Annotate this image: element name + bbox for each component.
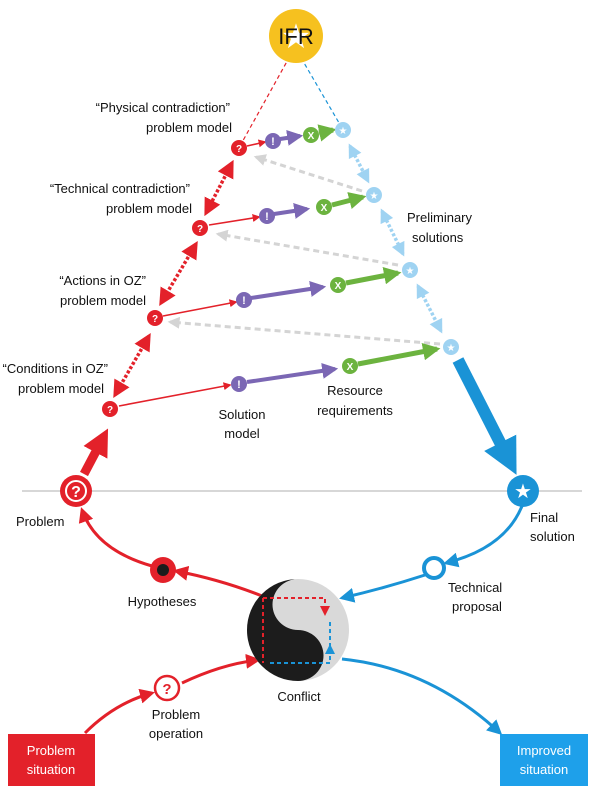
solution-node-1: ★ xyxy=(335,122,351,138)
arc-final-to-technical xyxy=(443,505,524,568)
label-resource-line1: Resource xyxy=(327,383,383,398)
label-resource-line2: requirements xyxy=(317,403,393,418)
label-physical-line2: problem model xyxy=(146,120,232,135)
label-physical-line1: “Physical contradiction” xyxy=(96,100,230,115)
insight-icon: ! xyxy=(265,211,269,223)
technical-proposal-node xyxy=(422,556,446,580)
resource-node-4: X xyxy=(342,358,358,374)
question-icon: ? xyxy=(236,144,242,155)
question-icon: ? xyxy=(107,405,113,416)
improved-situation-line2: situation xyxy=(520,762,568,777)
arc-hypotheses-to-problem xyxy=(78,507,153,568)
improved-situation-box: Improved situation xyxy=(500,734,588,786)
insight-node-1: ! xyxy=(265,133,281,149)
label-technical-line1: “Technical contradiction” xyxy=(50,181,190,196)
label-technical-line1: Technical xyxy=(448,580,502,595)
ifr-label: IFR xyxy=(278,24,313,49)
problem-situation-line2: situation xyxy=(27,762,75,777)
insight-icon: ! xyxy=(271,136,275,148)
label-solution-model-line2: model xyxy=(224,426,260,441)
cross-icon: X xyxy=(321,203,328,214)
ifr-link-left xyxy=(239,55,291,147)
label-conflict: Conflict xyxy=(277,689,321,704)
arc-conflict-to-improved xyxy=(341,657,503,736)
hypotheses-node xyxy=(150,557,176,583)
label-hypotheses: Hypotheses xyxy=(128,594,197,609)
insight-node-4: ! xyxy=(231,376,247,392)
problem-operation-node: ? xyxy=(153,674,181,702)
star-icon: ★ xyxy=(370,191,379,202)
insight-icon: ! xyxy=(242,295,246,307)
label-preliminary-line2: solutions xyxy=(412,230,464,245)
label-conditions-line1: “Conditions in OZ” xyxy=(3,361,108,376)
insight-node-3: ! xyxy=(236,292,252,308)
arc-technical-to-conflict xyxy=(339,573,426,603)
cross-icon: X xyxy=(347,362,354,373)
star-icon: ★ xyxy=(281,18,311,56)
label-actions-line1: “Actions in OZ” xyxy=(59,273,146,288)
arc-situation-to-operation xyxy=(83,688,155,735)
label-technical-line2: proposal xyxy=(452,599,502,614)
model-to-insight-arrows xyxy=(118,139,267,407)
star-icon: ★ xyxy=(406,266,415,277)
solution-node-3: ★ xyxy=(402,262,418,278)
label-technical-line2: problem model xyxy=(106,201,192,216)
question-icon: ? xyxy=(162,681,171,698)
label-final-line1: Final xyxy=(530,510,558,525)
label-solution-model-line1: Solution xyxy=(219,407,266,422)
insight-node-2: ! xyxy=(259,208,275,224)
question-node-actions: ? xyxy=(147,310,163,326)
label-operation-line1: Problem xyxy=(152,707,200,722)
question-node-physical: ? xyxy=(231,140,247,156)
conflict-symbol xyxy=(247,579,349,681)
resource-node-3: X xyxy=(330,277,346,293)
resource-node-2: X xyxy=(316,199,332,215)
problem-situation-line1: Problem xyxy=(27,743,75,758)
ifr-link-right xyxy=(299,55,343,129)
right-chain-arrows xyxy=(348,143,443,334)
final-solution-node: ★ xyxy=(507,475,539,507)
improved-situation-line1: Improved xyxy=(517,743,571,758)
label-operation-line2: operation xyxy=(149,726,203,741)
question-icon: ? xyxy=(71,484,81,501)
problem-thick-arrow xyxy=(80,428,109,477)
insight-icon: ! xyxy=(237,379,241,391)
feedback-arrows xyxy=(167,154,441,346)
star-icon: ★ xyxy=(339,126,348,137)
question-node-conditions: ? xyxy=(102,401,118,417)
final-thick-arrow xyxy=(452,357,517,475)
star-icon: ★ xyxy=(514,481,532,503)
question-node-technical: ? xyxy=(192,220,208,236)
cross-icon: X xyxy=(308,131,315,142)
problem-situation-box: Problem situation xyxy=(8,734,95,786)
left-chain-arrows xyxy=(113,159,234,399)
arc-operation-to-conflict xyxy=(181,653,261,685)
solution-node-4: ★ xyxy=(443,339,459,355)
cross-icon: X xyxy=(335,281,342,292)
resource-node-1: X xyxy=(303,127,319,143)
star-icon: ★ xyxy=(447,343,456,354)
label-final-line2: solution xyxy=(530,529,575,544)
label-actions-line2: problem model xyxy=(60,293,146,308)
arc-conflict-to-hypotheses xyxy=(173,565,263,598)
solution-node-2: ★ xyxy=(366,187,382,203)
label-conditions-line2: problem model xyxy=(18,381,104,396)
question-icon: ? xyxy=(152,314,158,325)
question-icon: ? xyxy=(197,224,203,235)
problem-node: ? xyxy=(60,475,92,507)
insight-to-resource-arrows xyxy=(246,129,339,384)
label-preliminary-line1: Preliminary xyxy=(407,210,473,225)
ifr-node: ★ IFR xyxy=(269,9,323,63)
resource-to-solution-arrows xyxy=(317,124,441,367)
label-problem: Problem xyxy=(16,514,64,529)
